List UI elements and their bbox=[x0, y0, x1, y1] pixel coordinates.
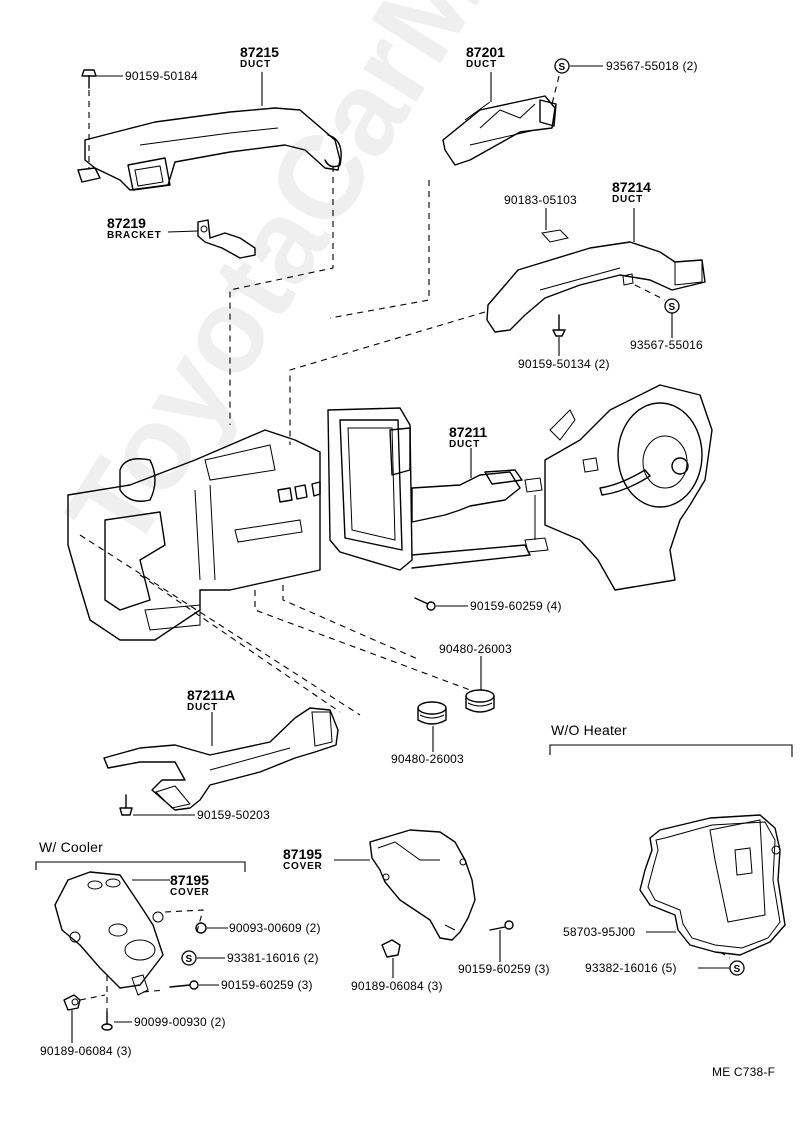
fastener-label[interactable]: 90189-06084 (3) bbox=[351, 979, 443, 993]
fastener-label[interactable]: 93567-55018 (2) bbox=[606, 59, 698, 73]
fastener-label[interactable]: 58703-95J00 bbox=[563, 925, 636, 939]
screw-icon bbox=[489, 920, 514, 931]
cover-58703-95J00-drawing[interactable] bbox=[639, 814, 786, 956]
screw-icon bbox=[119, 794, 133, 816]
blower-motor-drawing[interactable] bbox=[544, 384, 713, 591]
svg-text:S: S bbox=[186, 954, 193, 965]
screw-icon bbox=[81, 69, 97, 89]
drawing-code: ME C738-F bbox=[712, 1065, 776, 1079]
fastener-label[interactable]: 93567-55016 bbox=[630, 338, 703, 352]
section-title-with-cooler: W/ Cooler bbox=[39, 839, 104, 855]
fastener-label[interactable]: 90159-50184 bbox=[125, 69, 198, 83]
washer-icon bbox=[195, 922, 207, 934]
part-label-87211A[interactable]: 87211A DUCT bbox=[187, 687, 236, 713]
fastener-label[interactable]: 90159-60259 (3) bbox=[458, 962, 550, 976]
s-symbol-text: S bbox=[559, 62, 566, 73]
bracket-87219-drawing[interactable] bbox=[197, 219, 256, 259]
duct-87211A-drawing[interactable] bbox=[103, 707, 339, 811]
bolt-icon bbox=[101, 1011, 113, 1031]
cover-87195-cooler-drawing[interactable] bbox=[54, 871, 164, 996]
fastener-label[interactable]: 93381-16016 (2) bbox=[227, 951, 319, 965]
heater-unit-drawing[interactable] bbox=[67, 429, 321, 641]
fastener-label[interactable]: 90099-00930 (2) bbox=[134, 1015, 226, 1029]
duct-87211-drawing[interactable] bbox=[411, 469, 549, 569]
svg-text:S: S bbox=[669, 302, 676, 313]
fastener-label[interactable]: 90159-50134 (2) bbox=[518, 357, 610, 371]
fastener-label[interactable]: 90093-00609 (2) bbox=[229, 921, 321, 935]
fastener-label[interactable]: 90159-50203 bbox=[197, 808, 270, 822]
fastener-label[interactable]: 90480-26003 bbox=[439, 642, 512, 656]
fastener-label[interactable]: 90189-06084 (3) bbox=[40, 1044, 132, 1058]
grommet-drawing[interactable] bbox=[417, 701, 447, 725]
fastener-label[interactable]: 90480-26003 bbox=[391, 752, 464, 766]
fastener-label[interactable]: 90159-60259 (3) bbox=[221, 978, 313, 992]
screw-icon bbox=[414, 597, 436, 611]
part-label-87215[interactable]: 87215 DUCT bbox=[240, 44, 279, 70]
duct-87214-drawing[interactable] bbox=[486, 241, 706, 333]
clip-icon bbox=[381, 939, 401, 958]
fastener-label[interactable]: 90183-05103 bbox=[504, 193, 577, 207]
blower-frame-drawing[interactable] bbox=[327, 407, 413, 571]
screw-icon bbox=[169, 980, 199, 990]
fastener-label[interactable]: 90159-60259 (4) bbox=[470, 599, 562, 613]
cover-87195-drawing[interactable] bbox=[369, 829, 476, 941]
fastener-label[interactable]: 93382-16016 (5) bbox=[585, 961, 677, 975]
clip-icon bbox=[63, 994, 81, 1011]
part-label-87201[interactable]: 87201 DUCT bbox=[466, 44, 505, 70]
duct-87201-drawing[interactable] bbox=[442, 95, 557, 166]
part-label-87219[interactable]: 87219 BRACKET bbox=[107, 215, 162, 241]
part-label-87195[interactable]: 87195 COVER bbox=[283, 846, 323, 872]
grommet-drawing[interactable] bbox=[465, 689, 495, 713]
s-symbol-icon bbox=[554, 58, 570, 74]
part-label-87195-cooler[interactable]: 87195 COVER bbox=[170, 872, 210, 898]
screw-icon bbox=[552, 314, 566, 337]
svg-text:S: S bbox=[734, 964, 741, 975]
clip-90183-05103-drawing bbox=[541, 229, 569, 243]
section-title-without-heater: W/O Heater bbox=[551, 722, 627, 738]
duct-87215-drawing[interactable] bbox=[77, 107, 342, 191]
part-label-87214[interactable]: 87214 DUCT bbox=[612, 179, 651, 205]
part-label-87211[interactable]: 87211 DUCT bbox=[449, 424, 488, 450]
